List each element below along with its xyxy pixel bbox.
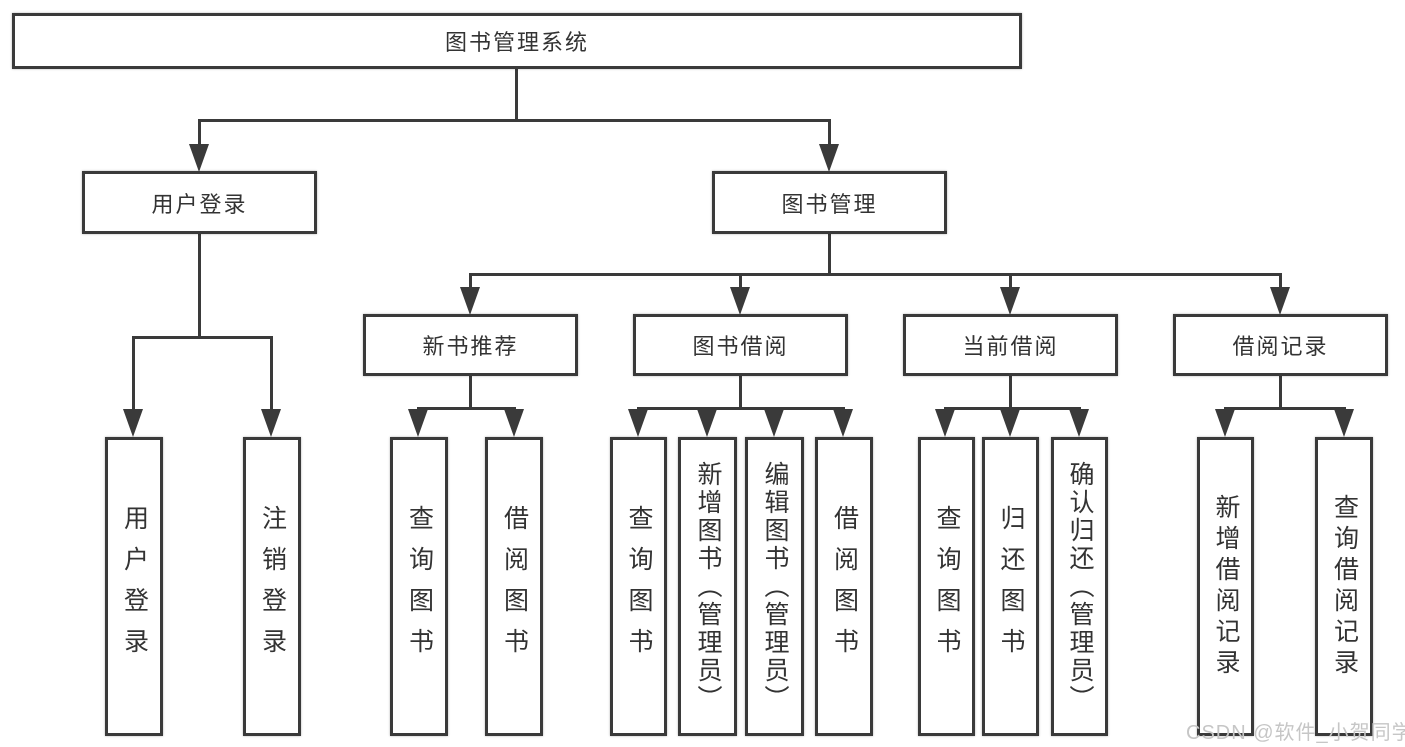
node-new-book-recommend: 新书推荐: [363, 314, 578, 376]
arrowhead-leaf-c1: [628, 409, 648, 437]
connector-leaf-a2-drop: [270, 336, 273, 411]
connector-l3a-stem: [469, 376, 472, 407]
connector-l3b-stem: [739, 376, 742, 407]
connector-bookmgmt-stem: [828, 234, 831, 273]
connector-l3c-split: [944, 407, 1081, 410]
arrowhead-leaf-c2: [697, 409, 717, 437]
connector-bookmgmt-split: [469, 273, 1282, 276]
connector-l3b-drop: [739, 273, 742, 289]
connector-l3d-drop: [1279, 273, 1282, 289]
leaf-logout: 注销登录: [243, 437, 301, 736]
leaf-add-book-admin: 新增图书（管理员）: [678, 437, 737, 736]
connector-l3c-stem: [1009, 376, 1012, 407]
connector-l3a-split: [417, 407, 516, 410]
arrowhead-leaf-d2: [1000, 409, 1020, 437]
leaf-return-book: 归还图书: [982, 437, 1039, 736]
leaf-add-borrow-record: 新增借阅记录: [1197, 437, 1254, 736]
node-book-borrow: 图书借阅: [633, 314, 848, 376]
leaf-query-borrow-record: 查询借阅记录: [1315, 437, 1373, 736]
connector-bookmgmt-drop: [828, 119, 831, 146]
node-root: 图书管理系统: [12, 13, 1022, 69]
arrowhead-leaf-e1: [1215, 409, 1235, 437]
leaf-borrow-books: 借阅图书: [815, 437, 873, 736]
leaf-query-books-current: 查询图书: [918, 437, 975, 736]
leaf-borrow-books-recommend: 借阅图书: [485, 437, 543, 736]
leaf-user-login: 用户登录: [105, 437, 163, 736]
connector-l3c-drop: [1009, 273, 1012, 289]
arrowhead-leaf-c3: [764, 409, 784, 437]
arrowhead-userlogin: [189, 144, 209, 172]
arrowhead-l3b: [730, 287, 750, 315]
arrowhead-leaf-b1: [408, 409, 428, 437]
arrowhead-leaf-a1: [123, 409, 143, 437]
connector-root-split: [198, 119, 831, 122]
connector-root-stem: [515, 69, 518, 119]
leaf-query-books-borrow: 查询图书: [610, 437, 667, 736]
arrowhead-leaf-c4: [833, 409, 853, 437]
leaf-query-books-recommend: 查询图书: [390, 437, 448, 736]
csdn-watermark: CSDN @软件_小贺同学: [1186, 722, 1405, 744]
connector-userlogin-stem: [198, 234, 201, 336]
connector-userlogin-split: [132, 336, 273, 339]
connector-l3a-drop: [469, 273, 472, 289]
connector-leaf-a1-drop: [132, 336, 135, 411]
connector-l3b-split: [637, 407, 845, 410]
leaf-confirm-return-admin: 确认归还（管理员）: [1051, 437, 1108, 736]
node-current-borrow: 当前借阅: [903, 314, 1118, 376]
node-user-login: 用户登录: [82, 171, 317, 234]
arrowhead-leaf-d3: [1069, 409, 1089, 437]
connector-l3d-split: [1224, 407, 1346, 410]
arrowhead-l3d: [1270, 287, 1290, 315]
arrowhead-leaf-a2: [261, 409, 281, 437]
arrowhead-bookmgmt: [819, 144, 839, 172]
node-book-management: 图书管理: [712, 171, 947, 234]
arrowhead-leaf-d1: [935, 409, 955, 437]
arrowhead-leaf-e2: [1334, 409, 1354, 437]
leaf-edit-book-admin: 编辑图书（管理员）: [745, 437, 804, 736]
arrowhead-leaf-b2: [504, 409, 524, 437]
arrowhead-l3c: [1000, 287, 1020, 315]
arrowhead-l3a: [460, 287, 480, 315]
node-borrow-records: 借阅记录: [1173, 314, 1388, 376]
connector-l3d-stem: [1279, 376, 1282, 407]
connector-userlogin-drop: [198, 119, 201, 146]
